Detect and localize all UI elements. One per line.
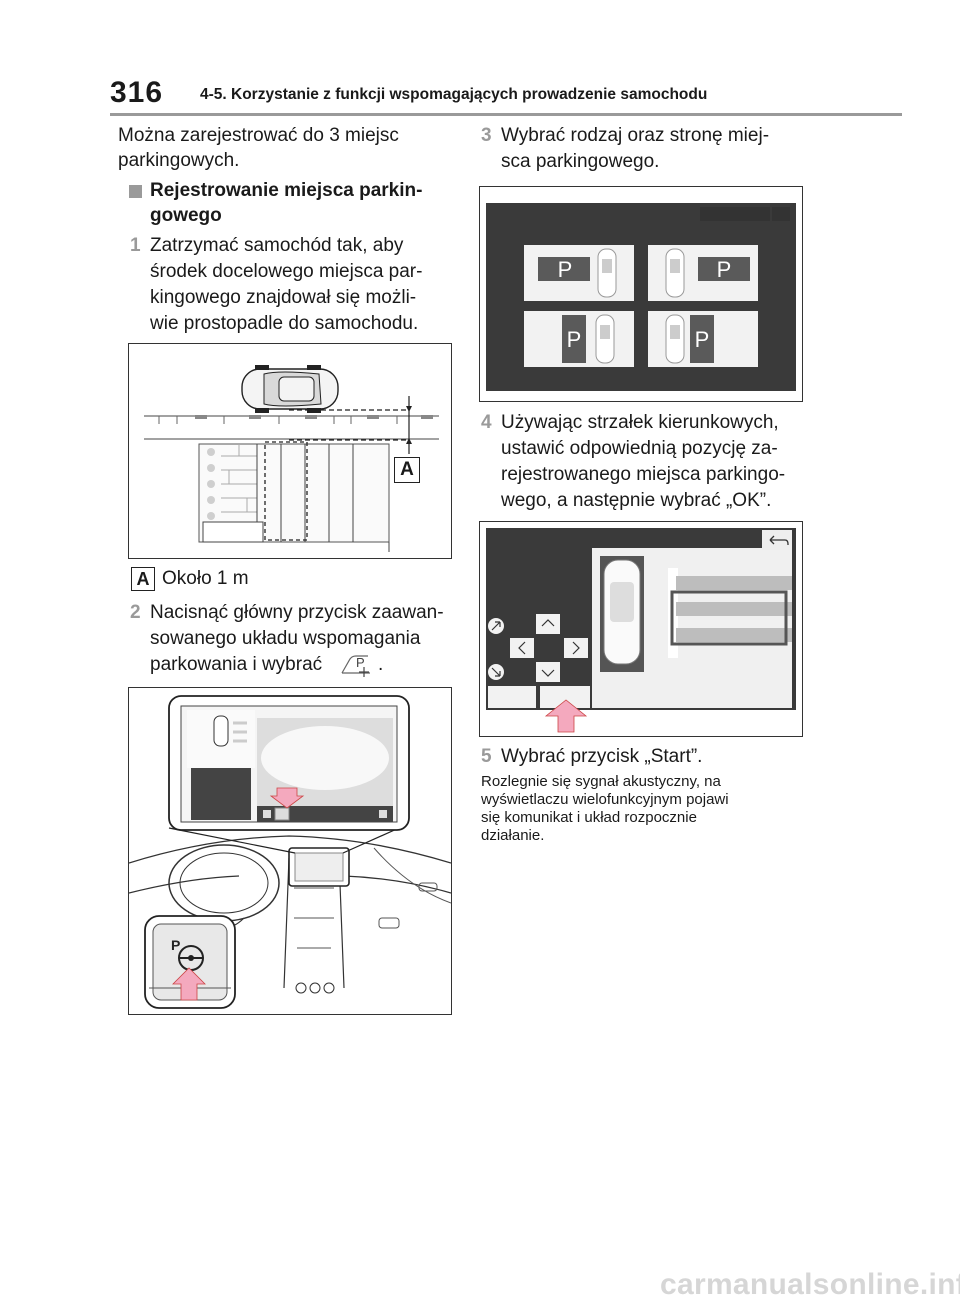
car-icon xyxy=(241,365,339,413)
tile-parallel-left xyxy=(524,245,634,301)
note-line-3: się komunikat i układ rozpocznie xyxy=(481,809,697,826)
figure-parking-position: A xyxy=(128,343,452,559)
tile-4-label: P xyxy=(694,327,710,352)
header-rule xyxy=(110,113,902,116)
back-icon xyxy=(769,535,789,545)
note-line-4: działanie. xyxy=(481,827,545,844)
arrow-down-button xyxy=(536,662,560,682)
step-4-line-1: Używając strzałek kierunkowych, xyxy=(501,412,779,433)
press-ok-arrow-icon xyxy=(544,699,588,733)
heading-bullet xyxy=(129,185,142,198)
step-1-line-2: środek docelowego miejsca par- xyxy=(150,261,423,282)
step-3-line-2: sca parkingowego. xyxy=(501,151,660,172)
note-line-1: Rozlegnie się sygnał akustyczny, na xyxy=(481,773,721,790)
arrow-left-button xyxy=(510,638,534,658)
rotate-cw-icon xyxy=(488,618,504,634)
intro-line-2: parkingowych. xyxy=(118,150,240,171)
press-arrow-icon xyxy=(172,967,206,1001)
figure-dashboard: P xyxy=(128,687,452,1015)
parking-assist-icon: P xyxy=(341,655,370,677)
cancel-soft-button xyxy=(488,686,536,708)
dashboard-illustration: P xyxy=(129,695,451,1009)
step-4-number: 4 xyxy=(481,412,492,433)
step-4-line-3: rejestrowanego miejsca parkingo- xyxy=(501,464,786,485)
tile-1-label: P xyxy=(557,257,573,282)
section-title: 4-5. Korzystanie z funkcji wspomagającyc… xyxy=(200,86,708,103)
step-3-number: 3 xyxy=(481,125,492,146)
svg-text:P: P xyxy=(356,655,365,670)
tile-parallel-right xyxy=(648,245,758,301)
step-4-line-2: ustawić odpowiednią pozycję za- xyxy=(501,438,778,459)
legend-text: Około 1 m xyxy=(162,568,249,589)
tile-3-label: P xyxy=(566,327,582,352)
tile-perpendicular-left xyxy=(524,311,634,367)
step-2-line-1: Nacisnąć główny przycisk zaawan- xyxy=(150,602,444,623)
tile-2-label: P xyxy=(716,257,732,282)
arrow-right-button xyxy=(564,638,588,658)
step-4-line-4: wego, a następnie wybrać „OK”. xyxy=(501,490,772,511)
heading-line-2: gowego xyxy=(150,205,222,226)
ok-soft-button xyxy=(540,686,590,708)
parking-type-screen xyxy=(486,203,796,391)
heading-line-1: Rejestrowanie miejsca parkin- xyxy=(150,180,423,201)
intro-line-1: Można zarejestrować do 3 miejsc xyxy=(118,125,399,146)
note-line-2: wyświetlaczu wielofunkcyjnym pojawi xyxy=(481,791,729,808)
step-2-line-3-end: . xyxy=(378,654,384,675)
step-1-line-1: Zatrzymać samochód tak, aby xyxy=(150,235,404,256)
figure-position-adjust xyxy=(479,521,803,737)
rotate-ccw-icon xyxy=(488,664,504,680)
legend-key-a: A xyxy=(131,567,155,591)
step-1-number: 1 xyxy=(130,235,141,256)
figure-parking-type: P P P P xyxy=(479,186,803,402)
step-5-number: 5 xyxy=(481,746,492,767)
step-2-line-3: parkowania i wybrać xyxy=(150,654,323,675)
position-adjust-screen xyxy=(486,528,796,733)
step-1-line-3: kingowego znajdował się możli- xyxy=(150,287,417,308)
page-number: 316 xyxy=(110,76,164,109)
watermark: carmanualsonline.info xyxy=(660,1268,960,1301)
step-2-line-2: sowanego układu wspomagania xyxy=(150,628,421,649)
parking-position-illustration xyxy=(144,365,439,552)
step-2-number: 2 xyxy=(130,602,141,623)
p-button-label: P xyxy=(171,937,180,953)
step-1-line-4: wie prostopadle do samochodu. xyxy=(150,313,419,334)
arrow-up-button xyxy=(536,614,560,634)
step-3-line-1: Wybrać rodzaj oraz stronę miej- xyxy=(501,125,770,146)
step-5-line: Wybrać przycisk „Start”. xyxy=(501,746,703,767)
tile-perpendicular-right xyxy=(648,311,758,367)
callout-a: A xyxy=(394,457,420,483)
